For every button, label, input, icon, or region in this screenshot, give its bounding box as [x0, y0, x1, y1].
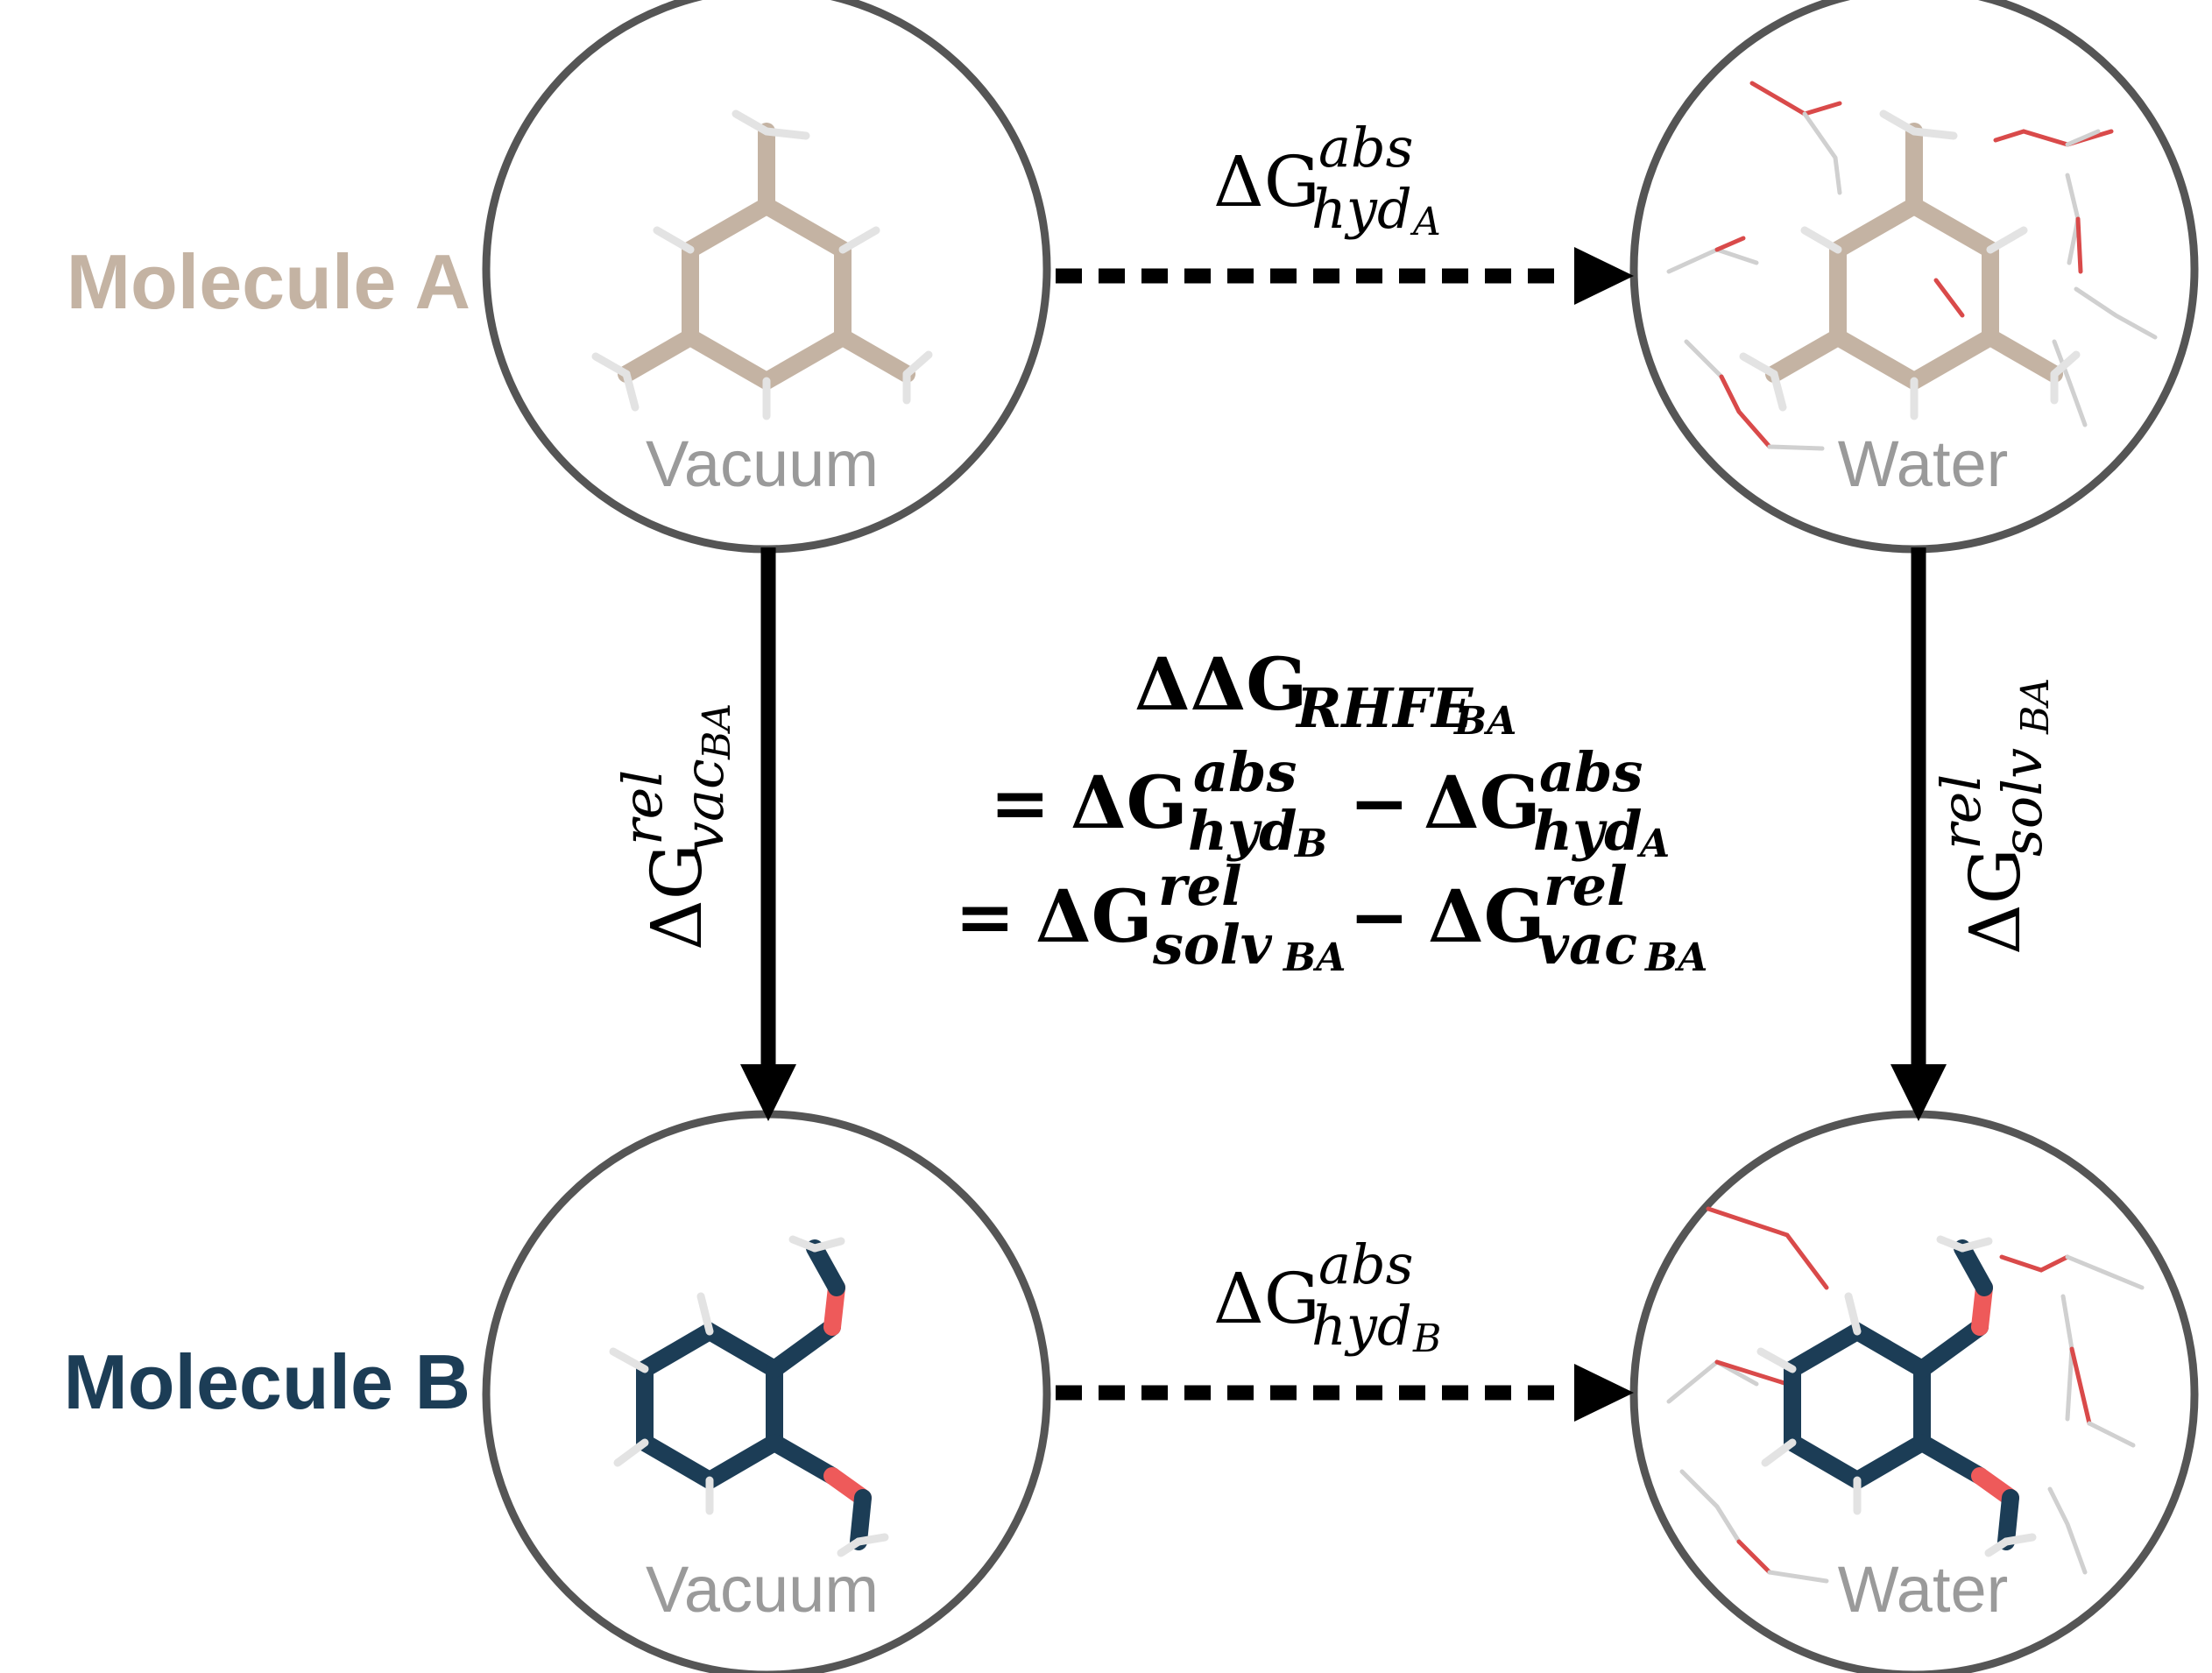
label-top-edge: ΔG abs hyd A [1213, 116, 1441, 244]
label-right-sup: rel [1929, 774, 1993, 850]
label-bottom-subsub: B [1412, 1317, 1441, 1361]
molecule-a-vacuum-structure [591, 109, 933, 420]
eq2-t2-subsub: A [1636, 822, 1670, 866]
eq1-main: ΔΔG [1134, 643, 1307, 727]
water-molecules-top [1666, 81, 2158, 451]
label-left-sub: vac [672, 759, 736, 852]
label-left-sup: rel [611, 770, 675, 845]
arrow-right-solid [1890, 547, 1947, 1121]
label-right-subsub: BA [2013, 678, 2058, 735]
eq2-minus: − [1349, 761, 1410, 845]
eq2-t2-sup: abs [1539, 740, 1643, 804]
eq2-t1-main: ΔG [1071, 761, 1188, 845]
molecule-b-vacuum-structure [609, 1235, 889, 1557]
eq3-t2-sup: rel [1544, 854, 1628, 918]
label-right-sub: solv [1990, 748, 2054, 857]
label-bottom-edge: ΔG abs hyd B [1213, 1232, 1441, 1361]
eq2-eq: = [990, 761, 1050, 845]
svg-text:ΔG: ΔG [1213, 1258, 1320, 1339]
eq3-t2-subsub: BA [1643, 935, 1707, 980]
env-label-a-vacuum: Vacuum [646, 427, 879, 500]
eq3-t1-main: ΔG [1035, 875, 1153, 959]
eq2-t1-sub: hyd [1188, 799, 1297, 863]
env-label-b-water: Water [1838, 1553, 2009, 1626]
label-top-subsub: A [1410, 200, 1441, 244]
eq2-t1-subsub: B [1293, 822, 1327, 866]
molecule-a-water-structure [1739, 109, 2081, 420]
eq3-t2-sub: vac [1537, 913, 1637, 977]
svg-text:ΔG: ΔG [1213, 141, 1320, 222]
label-top-delta: ΔG [1213, 141, 1320, 222]
molecule-b-water-structure [1756, 1235, 2037, 1557]
label-left-subsub: BA [695, 703, 739, 760]
eq3-t1-subsub: BA [1282, 935, 1346, 980]
eq3-minus: − [1349, 875, 1410, 959]
eq3-t2-main: ΔG [1428, 875, 1545, 959]
label-bottom-delta: ΔG [1213, 1258, 1320, 1339]
eq1-subsub: BA [1452, 699, 1516, 744]
eq3-t1-sub: solv [1152, 913, 1273, 977]
eq3-t1-sup: rel [1158, 854, 1242, 918]
equation-line-3: = ΔG rel solv BA − ΔG rel vac BA [955, 854, 1707, 980]
label-left-edge: ΔG rel vac BA [611, 703, 739, 950]
arrow-bottom-dotted [1056, 1364, 1634, 1422]
label-right-delta: ΔG [1954, 848, 2036, 955]
eq2-t2-sub: hyd [1533, 799, 1642, 863]
label-top-sup: abs [1318, 116, 1413, 180]
eq2-t1-sup: abs [1193, 740, 1297, 804]
equation-line-1: ΔΔG RHFE BA [1134, 643, 1516, 744]
eq1-sub: RHFE [1295, 676, 1473, 740]
central-equation: ΔΔG RHFE BA = ΔG abs hyd B − ΔG abs hyd … [955, 643, 1707, 980]
label-top-sub: hyd [1311, 177, 1412, 241]
arrow-top-dotted [1056, 247, 1634, 305]
eq3-eq: = [955, 875, 1015, 959]
equation-line-2: = ΔG abs hyd B − ΔG abs hyd A [990, 740, 1670, 866]
molecule-a-label: Molecule A [67, 238, 470, 325]
env-label-a-water: Water [1838, 427, 2009, 500]
env-label-b-vacuum: Vacuum [646, 1553, 879, 1626]
label-left-delta: ΔG [636, 844, 717, 950]
water-molecules-bottom [1666, 1206, 2145, 1584]
molecule-b-label: Molecule B [63, 1338, 470, 1425]
label-bottom-sub: hyd [1311, 1294, 1412, 1358]
arrow-left-solid [740, 547, 796, 1121]
eq2-t2-main: ΔG [1424, 761, 1541, 845]
label-right-edge: ΔG rel solv BA [1929, 678, 2058, 955]
label-bottom-sup: abs [1318, 1232, 1413, 1296]
